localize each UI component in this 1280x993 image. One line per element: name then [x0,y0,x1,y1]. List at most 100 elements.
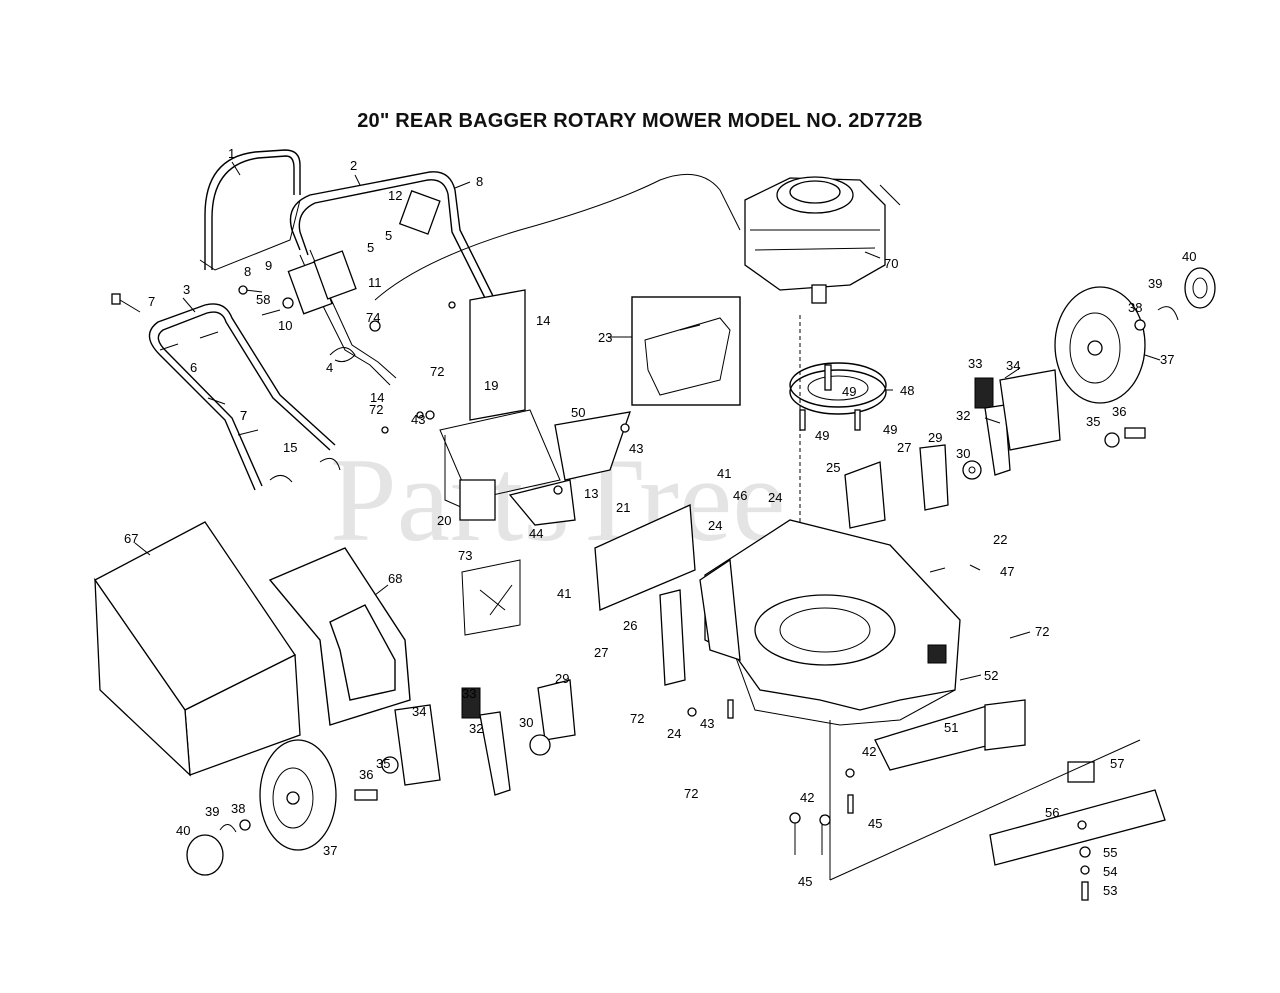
part-number-label: 35 [376,756,390,771]
part-number-label: 39 [205,804,219,819]
part-number-label: 33 [462,686,476,701]
blade-parts [874,699,1166,901]
part-number-label: 43 [700,716,714,731]
part-number-label: 15 [283,440,297,455]
part-number-label: 20 [437,513,451,528]
diagram-title: 20" REAR BAGGER ROTARY MOWER MODEL NO. 2… [357,110,923,132]
part-number-label: 24 [768,490,782,505]
part-number-label: 38 [1128,300,1142,315]
wheel-bracket [659,589,686,686]
part-number-label: 8 [244,264,251,279]
deck-bolts [687,699,855,855]
part-number-label: 49 [842,384,856,399]
part-number-label: 21 [616,500,630,515]
part-number-label: 72 [630,711,644,726]
part-number-label: 7 [240,408,247,423]
part-number-label: 70 [884,256,898,271]
part-number-label: 14 [536,313,550,328]
part-number-label: 57 [1110,756,1124,771]
part-number-label: 36 [1112,404,1126,419]
part-number-label: 30 [519,715,533,730]
part-number-label: 26 [623,618,637,633]
part-number-label: 13 [584,486,598,501]
part-number-label: 34 [1006,358,1020,373]
front-left-axle-parts [461,679,576,796]
part-number-label: 49 [815,428,829,443]
part-number-label: 41 [557,586,571,601]
part-number-label: 42 [862,744,876,759]
part-number-label: 30 [956,446,970,461]
part-number-label: 51 [944,720,958,735]
part-number-label: 54 [1103,864,1117,879]
part-number-label: 5 [367,240,374,255]
part-number-label: 4 [326,360,333,375]
part-number-label: 36 [359,767,373,782]
part-number-label: 24 [667,726,681,741]
part-number-label: 58 [256,292,270,307]
wheel-hardware-right [1104,267,1216,448]
part-number-label: 40 [176,823,190,838]
part-number-label: 29 [555,671,569,686]
part-number-label: 27 [897,440,911,455]
part-number-label: 55 [1103,845,1117,860]
part-number-label: 29 [928,430,942,445]
part-number-label: 45 [868,816,882,831]
part-number-label: 22 [993,532,1007,547]
part-number-label: 19 [484,378,498,393]
part-number-label: 53 [1103,883,1117,898]
part-number-label: 12 [388,188,402,203]
part-number-label: 44 [529,526,543,541]
rear-cover [594,504,696,611]
part-number-label: 67 [124,531,138,546]
part-number-label: 43 [411,412,425,427]
part-number-label: 47 [1000,564,1014,579]
part-number-label: 48 [900,383,914,398]
part-number-label: 34 [412,704,426,719]
part-number-label: 52 [984,668,998,683]
flap [461,559,521,636]
part-number-label: 11 [368,275,382,290]
part-number-label: 56 [1045,805,1059,820]
part-number-label: 6 [190,360,197,375]
part-number-label: 72 [369,402,383,417]
part-number-label: 23 [598,330,612,345]
part-number-label: 7 [148,294,155,309]
bag-frame [268,547,411,726]
front-axle-parts [844,369,1061,529]
part-number-label: 24 [708,518,722,533]
part-number-label: 39 [1148,276,1162,291]
part-number-label: 5 [385,228,392,243]
part-number-label: 42 [800,790,814,805]
part-number-label: 32 [956,408,970,423]
rear-wheel-left [186,704,441,876]
leader-lines [134,161,1161,681]
part-number-label: 8 [476,174,483,189]
lower-handle [148,303,336,491]
part-number-label: 3 [183,282,190,297]
part-number-label: 2 [350,158,357,173]
baffle-ring [789,362,887,431]
handle-hardware [111,190,521,483]
part-number-label: 72 [684,786,698,801]
part-number-label: 73 [458,548,472,563]
part-number-label: 7 [240,408,247,423]
part-number-label: 25 [826,460,840,475]
throttle-cable [374,173,741,301]
part-number-label: 50 [571,405,585,420]
rear-wheel-right [1054,286,1146,404]
engine [744,176,901,304]
part-number-label: 68 [388,571,402,586]
part-number-label: 14 [370,390,384,405]
part-number-label: 1 [228,146,235,161]
part-number-label: 74 [366,310,380,325]
part-number-label: 27 [594,645,608,660]
part-number-label: 46 [733,488,747,503]
mower-deck [699,519,961,726]
part-number-label: 10 [278,318,292,333]
part-number-label: 35 [1086,414,1100,429]
part-number-label: 37 [1160,352,1174,367]
part-number-label: 49 [883,422,897,437]
upper-handle [199,149,301,271]
